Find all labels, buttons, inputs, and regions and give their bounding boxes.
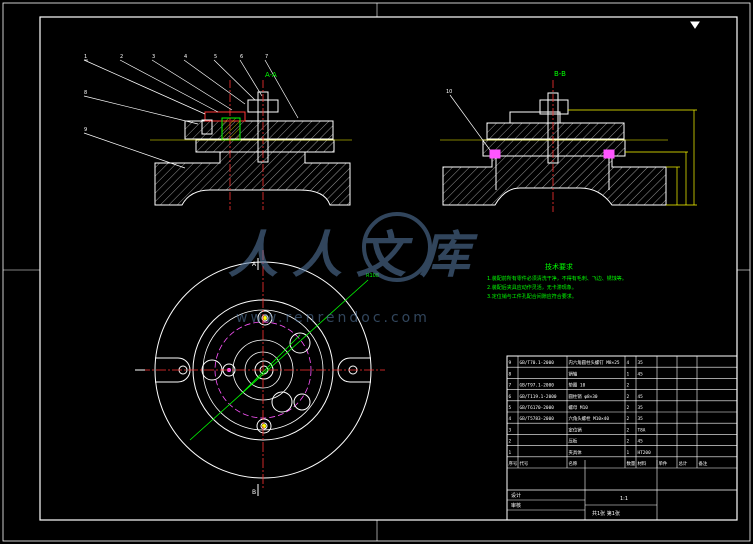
bom-cell: 45 [638,394,644,400]
bom-cell: 2 [627,427,630,433]
tb-designer: 设计 [511,492,521,499]
svg-text:R108: R108 [366,273,379,279]
svg-text:3: 3 [152,54,155,60]
section-view-left: 1 2 3 4 5 6 7 8 9 A-A [83,54,352,210]
bom-cell: GB/T5783-2000 [520,416,555,422]
bom-header-cell: 单件 [659,460,668,467]
bom-header-cell: 数量 [627,460,636,467]
clamp-plate-left [184,120,334,140]
bom-cell: 销轴 [569,370,578,377]
svg-text:8: 8 [84,90,87,96]
tech-req-line-1: 1.装配前所有零件必须清洗干净，不得有毛刺、飞边、锈蚀等。 [487,275,627,282]
svg-text:7: 7 [265,54,268,60]
bom-cell: 2 [627,394,630,400]
bom-cell: 2 [627,383,630,389]
bom-cell: GB/T119.1-2000 [520,394,557,400]
bom-cell: 35 [638,405,644,411]
bom-cell: 2 [627,405,630,411]
svg-text:5: 5 [214,54,217,60]
section-label-left: A-A [265,71,277,79]
bom-cell: 2 [509,439,512,445]
section-label-right: B-B [554,70,566,78]
bom-cell: 内六角圆柱头螺钉 M8×25 [569,359,620,366]
bom-cell: 圆柱销 φ8×30 [569,393,598,400]
bom-cell: 垫圈 10 [569,382,586,389]
bom-cell: 8 [509,371,512,377]
tb-scale: 1:1 [620,496,628,502]
bom-cell: 1 [509,450,512,456]
tech-req-line-2: 2.装配后夹具应动作灵活，无卡滞现象。 [487,284,577,291]
watermark-url: www.renrendoc.com [236,310,430,326]
bom-header-cell: 材料 [638,460,647,467]
svg-text:4: 4 [184,54,187,60]
tech-req-line-3: 3.定位销与工件孔配合间隙应符合要求。 [487,293,577,300]
technical-requirements: 技术要求 1.装配前所有零件必须清洗干净，不得有毛刺、飞边、锈蚀等。 2.装配后… [487,262,627,300]
svg-text:2: 2 [120,54,123,60]
bom-cell: 螺母 M10 [569,404,589,411]
bom-cell: GB/T97.1-2000 [520,383,555,389]
bom-cell: 3 [509,427,512,433]
bom-cell: 定位销 [569,426,583,433]
bom-cell: 2 [627,439,630,445]
bom-cell: 6 [509,394,512,400]
svg-text:10: 10 [446,89,452,95]
tb-sheet: 共1张 第1张 [592,510,620,517]
bom-cell: 9 [509,360,512,366]
base-body-left [154,151,351,206]
svg-text:6: 6 [240,54,243,60]
bom-header-cell: 备注 [699,460,708,467]
bom-cell: HT200 [638,450,652,456]
bom-header-cell: 名称 [569,460,578,467]
watermark: 人人文库 www.renrendoc.com [228,212,484,326]
bom-header-cell: 序号 [509,460,518,467]
section-view-right: 10 B-B [440,70,697,212]
svg-text:9: 9 [84,127,87,133]
bom-cell: 1 [627,450,630,456]
clamp-plate-right [486,122,625,140]
bom-cell: 35 [638,360,644,366]
bom-header-cell: 总计 [679,460,688,467]
bom-cell: 4 [509,416,512,422]
bom-cell: 夹具体 [569,449,583,456]
bom-cell: 1 [627,371,630,377]
bom-cell: 35 [638,416,644,422]
bom-cell: 5 [509,405,512,411]
tb-checker: 审核 [511,502,521,509]
bom-cell: 六角头螺栓 M10×40 [569,415,610,422]
watermark-brand: 人人文库 [228,226,484,284]
tech-req-title: 技术要求 [545,262,573,271]
section-mark-top: A [252,261,257,268]
plan-view: R108 A B [135,250,385,496]
bom-cell: 4 [627,360,630,366]
svg-text:1: 1 [84,54,87,60]
bom-cell: 45 [638,371,644,377]
mid-plate-left [195,139,335,153]
bom-cell: GB/T70.1-2000 [520,360,555,366]
bom-cell: 45 [638,439,644,445]
section-mark-bottom: B [252,489,256,496]
bom-cell: 7 [509,383,512,389]
bom-cell: GB/T6170-2000 [520,405,555,411]
bom-cell: 压板 [569,438,578,445]
bom-header-cell: 代号 [520,460,529,467]
bom-cell: 2 [627,416,630,422]
bom-cell: T8A [638,427,646,433]
